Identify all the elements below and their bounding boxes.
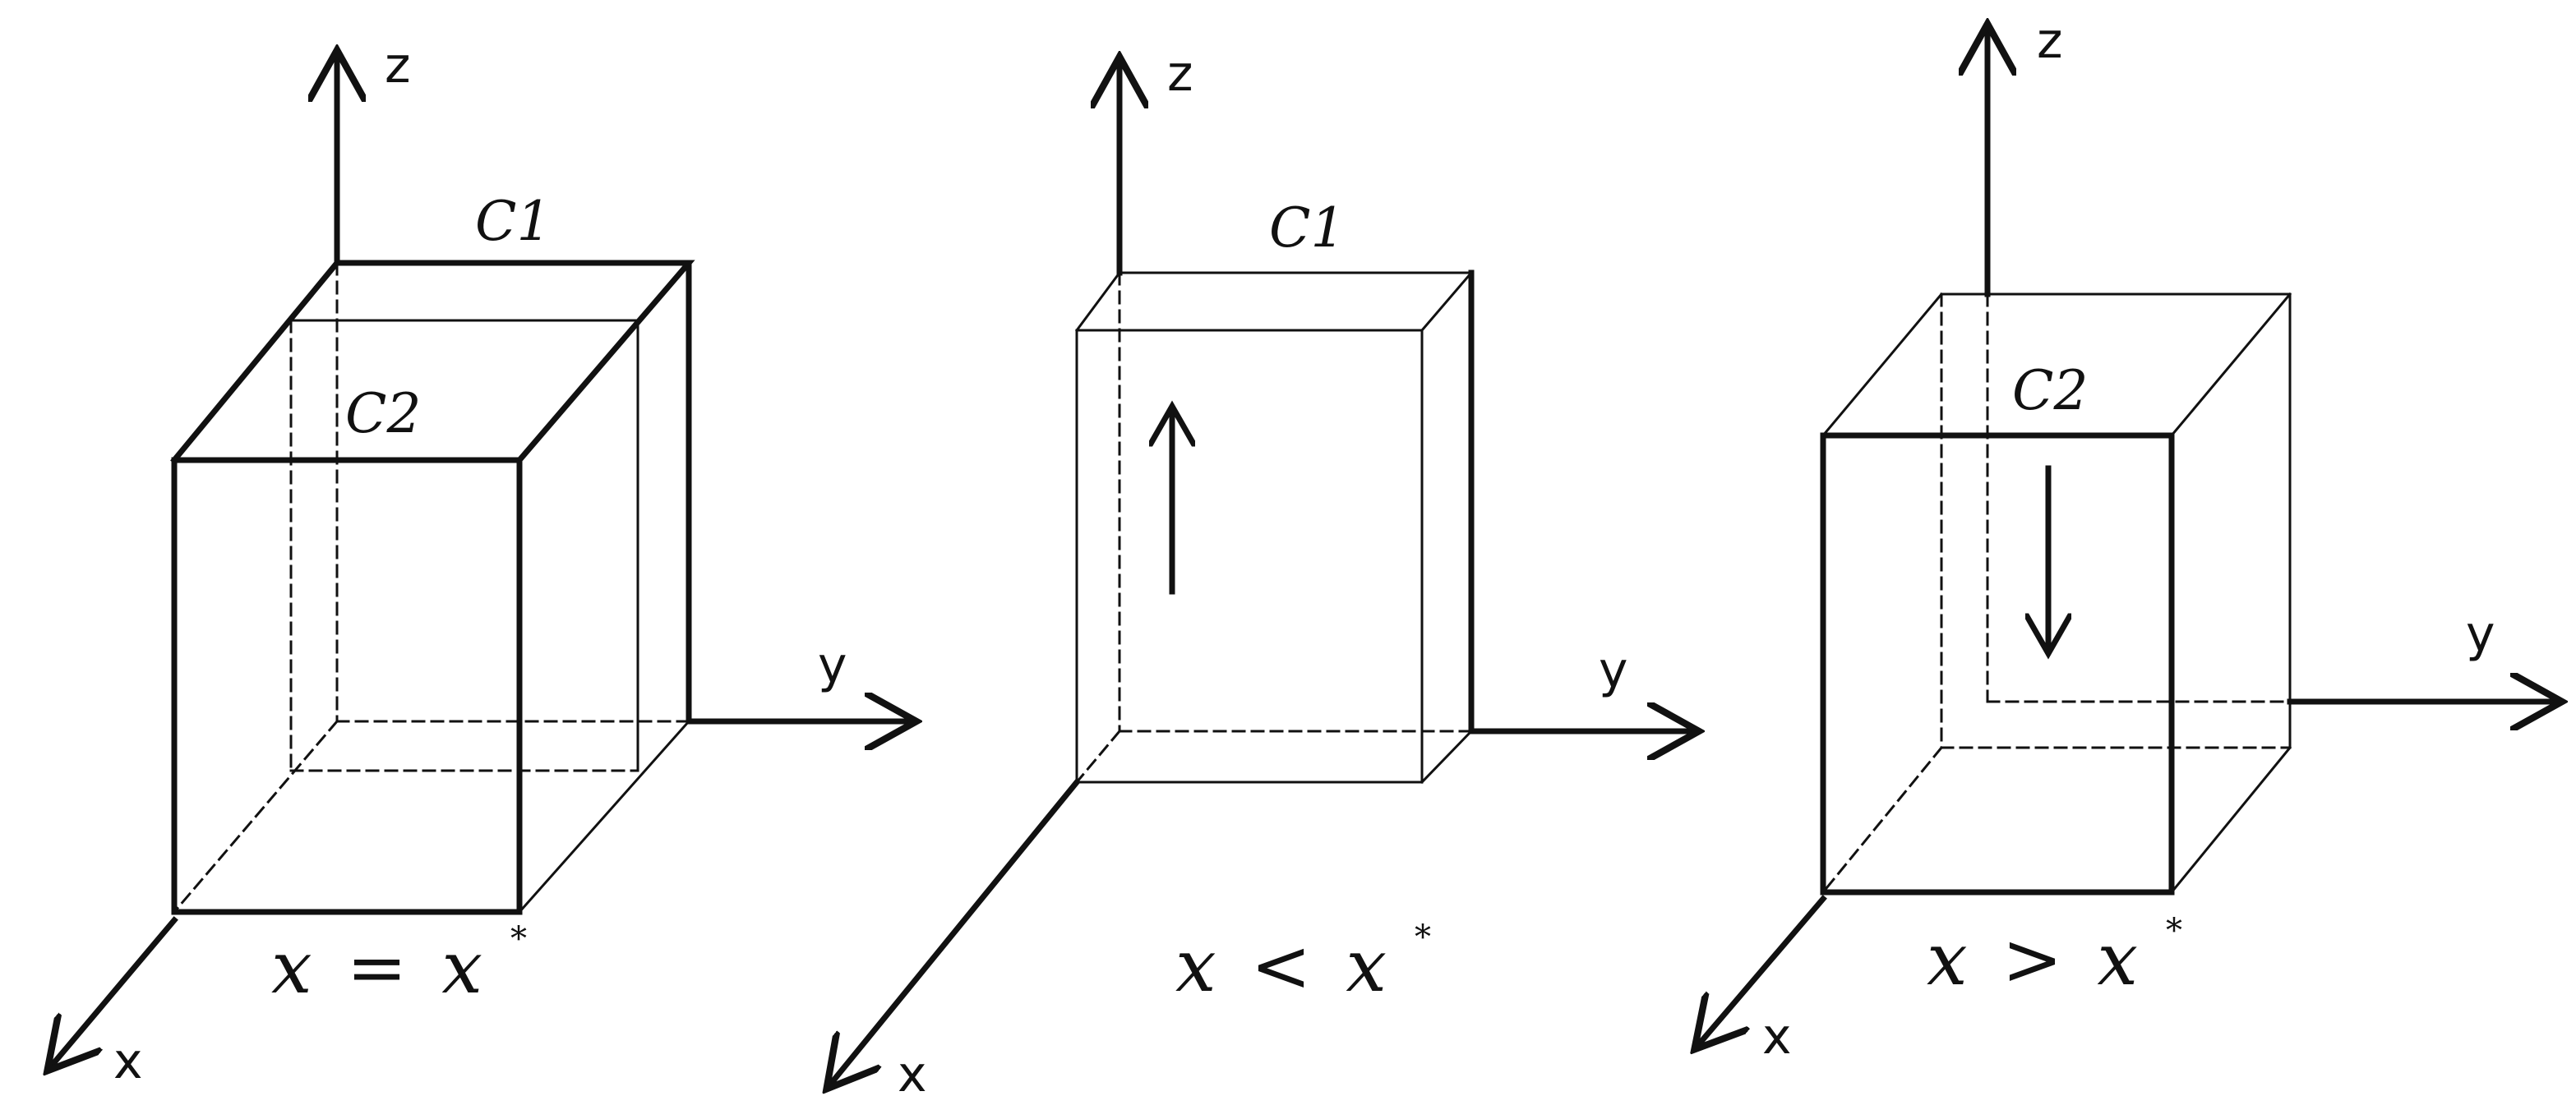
box-c2 xyxy=(1820,292,2292,896)
c1-label: C1 xyxy=(475,190,552,253)
inner-plane xyxy=(1986,292,2292,703)
z-axis-label: z xyxy=(385,37,411,94)
y-axis-label: y xyxy=(818,637,847,694)
c2-label: C2 xyxy=(2012,359,2089,422)
c2-label: C2 xyxy=(345,382,422,445)
x-axis-label: x xyxy=(898,1046,927,1103)
condition-lhs: x xyxy=(1175,923,1216,1008)
y-axis-label: y xyxy=(2466,606,2495,663)
box-c2 xyxy=(172,318,640,772)
condition-operator: > xyxy=(2002,917,2063,1002)
panel-less: z y x C1 x < x * xyxy=(830,45,1693,1103)
x-axis-label: x xyxy=(113,1033,143,1090)
y-axis-label: y xyxy=(1599,642,1628,699)
condition-greater: x > x * xyxy=(1927,912,2182,1002)
condition-superscript: * xyxy=(510,920,527,958)
condition-superscript: * xyxy=(2166,912,2182,950)
condition-operator: < xyxy=(1251,923,1312,1008)
x-axis-label: x xyxy=(1762,1008,1792,1066)
x-axis xyxy=(830,778,1081,1084)
condition-rhs: x xyxy=(2097,917,2138,1002)
c1-label: C1 xyxy=(1269,196,1346,260)
condition-lhs: x xyxy=(271,925,312,1010)
panel-equal: z y x C1 C2 x = x * xyxy=(51,37,911,1090)
condition-less: x < x * xyxy=(1175,919,1431,1008)
condition-lhs: x xyxy=(1927,917,1968,1002)
panel-greater: z y x C2 x > x * xyxy=(1698,12,2556,1066)
box-c1 xyxy=(170,260,695,915)
box-c1 xyxy=(1074,269,1475,785)
x-axis xyxy=(1698,895,1827,1045)
z-axis-label: z xyxy=(2037,12,2063,70)
condition-rhs: x xyxy=(441,925,482,1010)
condition-equal: x = x * xyxy=(271,920,527,1010)
condition-superscript: * xyxy=(1415,919,1431,956)
condition-operator: = xyxy=(347,925,408,1010)
x-axis xyxy=(51,916,178,1066)
condition-rhs: x xyxy=(1346,923,1387,1008)
z-axis-label: z xyxy=(1167,45,1193,103)
